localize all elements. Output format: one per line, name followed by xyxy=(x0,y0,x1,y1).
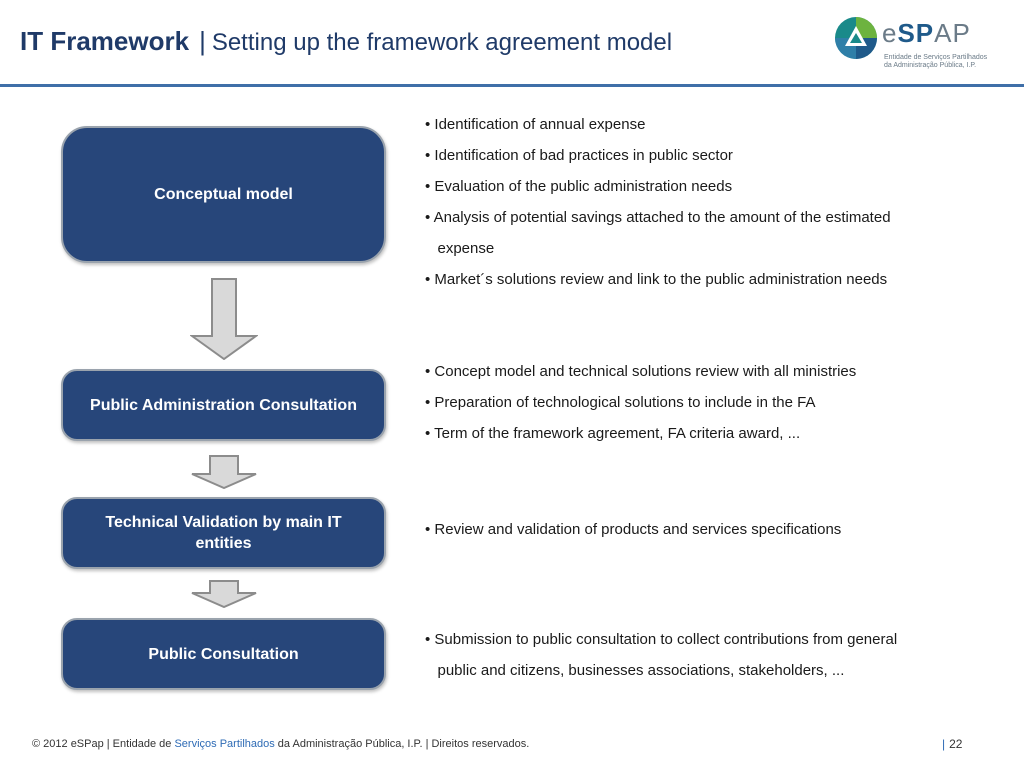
bullets-public-consultation: • Submission to public consultation to c… xyxy=(425,629,897,691)
header-rule xyxy=(0,84,1024,87)
title-subtitle: Setting up the framework agreement model xyxy=(211,29,673,56)
bullet-item-continuation: expense xyxy=(425,240,495,257)
bullet-item: • Identification of bad practices in pub… xyxy=(425,147,733,164)
bullet-item: • Submission to public consultation to c… xyxy=(425,631,898,648)
bullet-item: • Preparation of technological solutions… xyxy=(425,394,816,411)
step-box-public-consultation: Public Consultation xyxy=(61,618,386,690)
bullet-item: • Identification of annual expense xyxy=(425,116,646,133)
bullets-public-administration-consultation: • Concept model and technical solutions … xyxy=(425,361,856,454)
step-box-technical-validation: Technical Validation by main IT entities xyxy=(61,497,386,569)
bullets-technical-validation: • Review and validation of products and … xyxy=(425,519,841,550)
espap-wordmark: eSPAP xyxy=(882,18,971,48)
bullet-item: • Review and validation of products and … xyxy=(425,521,842,538)
bullet-item-continuation: public and citizens, businesses associat… xyxy=(425,662,845,679)
bullet-item: • Market´s solutions review and link to … xyxy=(425,271,888,288)
step-label: Conceptual model xyxy=(154,186,293,203)
footer-copyright: © 2012 eSPap | Entidade de Serviços Part… xyxy=(32,738,530,750)
bullet-item: • Evaluation of the public administratio… xyxy=(425,178,733,195)
step-label: Public Consultation xyxy=(148,645,299,663)
step-box-conceptual-model: Conceptual model xyxy=(61,126,386,263)
slide-title: IT Framework |Setting up the framework ag… xyxy=(20,26,672,57)
bullet-item: • Analysis of potential savings attached… xyxy=(425,209,891,226)
bullet-item: • Concept model and technical solutions … xyxy=(425,363,857,380)
step-label: Technical Validation by main IT entities xyxy=(105,514,342,552)
step-box-public-administration-consultation: Public Administration Consultation xyxy=(61,369,386,441)
espap-logo: eSPAP Entidade de Serviços Partilhados d… xyxy=(832,14,1002,74)
title-separator: | xyxy=(199,26,206,56)
footer-highlight: Serviços Partilhados xyxy=(174,738,275,750)
down-arrow-2 xyxy=(190,455,258,489)
bullets-conceptual-model: • Identification of annual expense • Ide… xyxy=(425,114,891,300)
title-main: IT Framework xyxy=(20,26,190,56)
slide-header: IT Framework |Setting up the framework ag… xyxy=(0,0,1024,87)
down-arrow-3 xyxy=(190,580,258,608)
down-arrow-1 xyxy=(190,278,258,360)
espap-tagline: Entidade de Serviços Partilhados da Admi… xyxy=(884,54,988,69)
bullet-item: • Term of the framework agreement, FA cr… xyxy=(425,425,801,442)
espap-logo-icon xyxy=(835,17,877,59)
page-number: |22 xyxy=(942,737,963,751)
step-label: Public Administration Consultation xyxy=(90,396,357,414)
